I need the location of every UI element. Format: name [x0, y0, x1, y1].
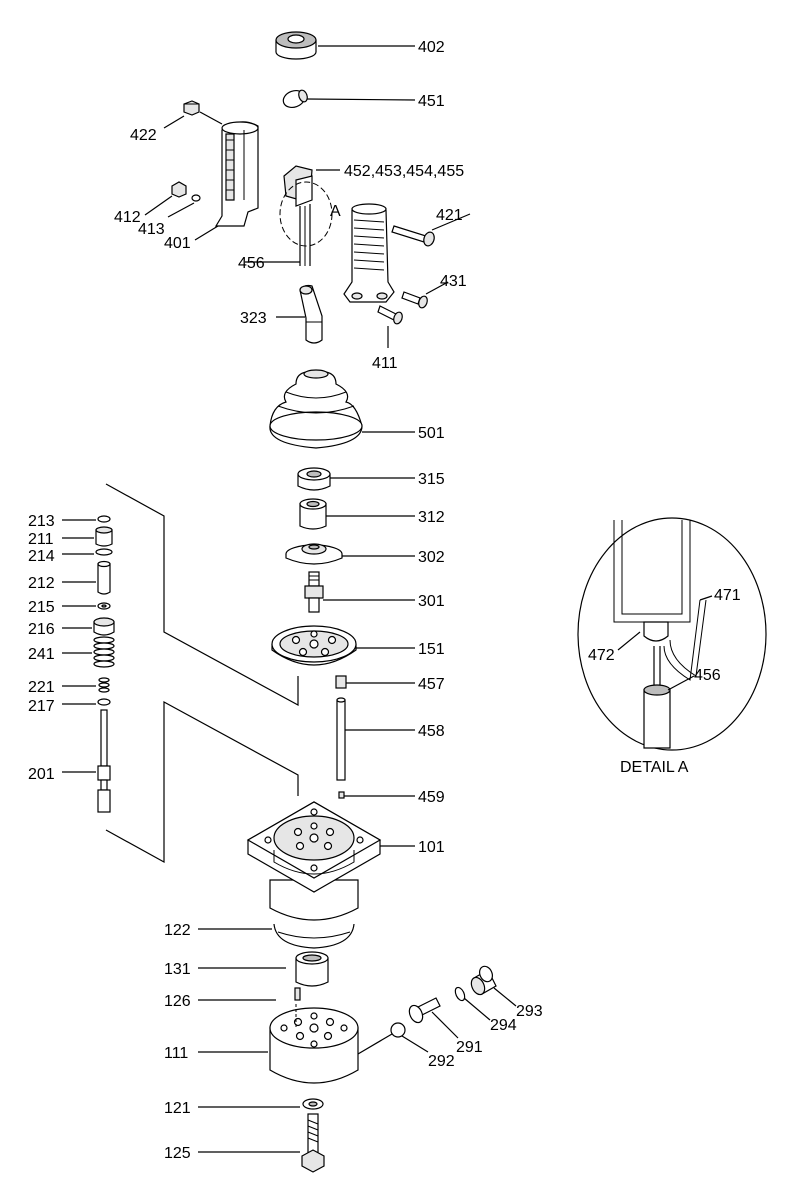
part-412-nut — [171, 181, 187, 198]
detail-a — [577, 517, 767, 751]
label-472: 472 — [588, 647, 615, 664]
label-125: 125 — [164, 1145, 191, 1162]
label-201: 201 — [28, 766, 55, 783]
part-294-oring — [454, 986, 466, 1002]
label-302: 302 — [418, 549, 445, 566]
part-315-nut — [297, 467, 331, 491]
part-111-body — [269, 1004, 359, 1084]
label-431: 431 — [440, 273, 467, 290]
part-402-cap — [275, 31, 317, 60]
label-501: 501 — [418, 425, 445, 442]
label-221: 221 — [28, 679, 55, 696]
label-422: 422 — [130, 127, 157, 144]
part-125-bolt — [301, 1113, 325, 1173]
label-293: 293 — [516, 1003, 543, 1020]
label-451: 451 — [418, 93, 445, 110]
label-315: 315 — [418, 471, 445, 488]
label-217: 217 — [28, 698, 55, 715]
part-312-sleeve — [299, 498, 327, 530]
part-151-plate — [271, 625, 357, 666]
part-411-screw — [377, 305, 403, 325]
label-402: 402 — [418, 39, 445, 56]
part-302-disc — [285, 543, 343, 565]
part-215 — [97, 602, 111, 610]
part-121-washer — [302, 1098, 324, 1110]
part-292-ball — [390, 1022, 406, 1038]
part-451 — [282, 89, 308, 109]
label-471: 471 — [714, 587, 741, 604]
label-457: 457 — [418, 676, 445, 693]
label-101: 101 — [418, 839, 445, 856]
part-291-plug — [408, 997, 441, 1024]
label-121: 121 — [164, 1100, 191, 1117]
label-459: 459 — [418, 789, 445, 806]
label-126: 126 — [164, 993, 191, 1010]
label-401: 401 — [164, 235, 191, 252]
label-214: 214 — [28, 548, 55, 565]
part-211 — [95, 526, 113, 547]
part-122-ring — [273, 923, 355, 949]
part-grip-handle — [343, 203, 395, 303]
label-456-detail: 456 — [694, 667, 721, 684]
part-421-bolt — [391, 225, 435, 247]
label-421: 421 — [436, 207, 463, 224]
part-201-spool — [97, 709, 111, 813]
part-401-lever-housing — [214, 121, 259, 227]
part-126-pin — [294, 987, 301, 1001]
part-214 — [95, 548, 113, 556]
part-101-housing — [246, 801, 382, 921]
label-122: 122 — [164, 922, 191, 939]
part-431-screw — [401, 291, 428, 309]
part-213 — [97, 515, 111, 523]
label-241: 241 — [28, 646, 55, 663]
part-458-rod — [336, 697, 346, 781]
part-457-plug — [335, 675, 347, 689]
label-213: 213 — [28, 513, 55, 530]
detail-a-title: DETAIL A — [620, 759, 689, 776]
label-413: 413 — [138, 221, 165, 238]
label-456-top: 456 — [238, 255, 265, 272]
part-241-spring — [93, 636, 115, 668]
label-411: 411 — [372, 355, 398, 372]
label-151: 151 — [418, 641, 445, 658]
label-294: 294 — [490, 1017, 517, 1034]
label-212: 212 — [28, 575, 55, 592]
part-131-bush — [295, 951, 329, 987]
label-215: 215 — [28, 599, 55, 616]
label-452-455: 452,453,454,455 — [344, 163, 464, 180]
label-131: 131 — [164, 961, 191, 978]
detail-ref-a: A — [330, 203, 341, 220]
label-412: 412 — [114, 209, 141, 226]
part-323-tube — [299, 284, 323, 344]
label-458: 458 — [418, 723, 445, 740]
part-422-nut — [183, 100, 200, 116]
part-293-plug — [470, 965, 497, 996]
label-211: 211 — [28, 531, 54, 548]
part-459-pin — [338, 791, 345, 799]
part-212 — [97, 560, 111, 595]
part-413-washer — [191, 194, 201, 202]
part-221-spring — [98, 677, 110, 693]
part-216 — [93, 617, 115, 636]
part-501-boot — [269, 369, 363, 449]
label-323: 323 — [240, 310, 267, 327]
label-111: 111 — [164, 1045, 188, 1062]
label-301: 301 — [418, 593, 445, 610]
label-292: 292 — [428, 1053, 455, 1070]
label-216: 216 — [28, 621, 55, 638]
label-291: 291 — [456, 1039, 483, 1056]
part-217 — [97, 698, 111, 706]
label-312: 312 — [418, 509, 445, 526]
part-452-switch — [283, 165, 313, 266]
part-301-joint — [304, 571, 324, 613]
